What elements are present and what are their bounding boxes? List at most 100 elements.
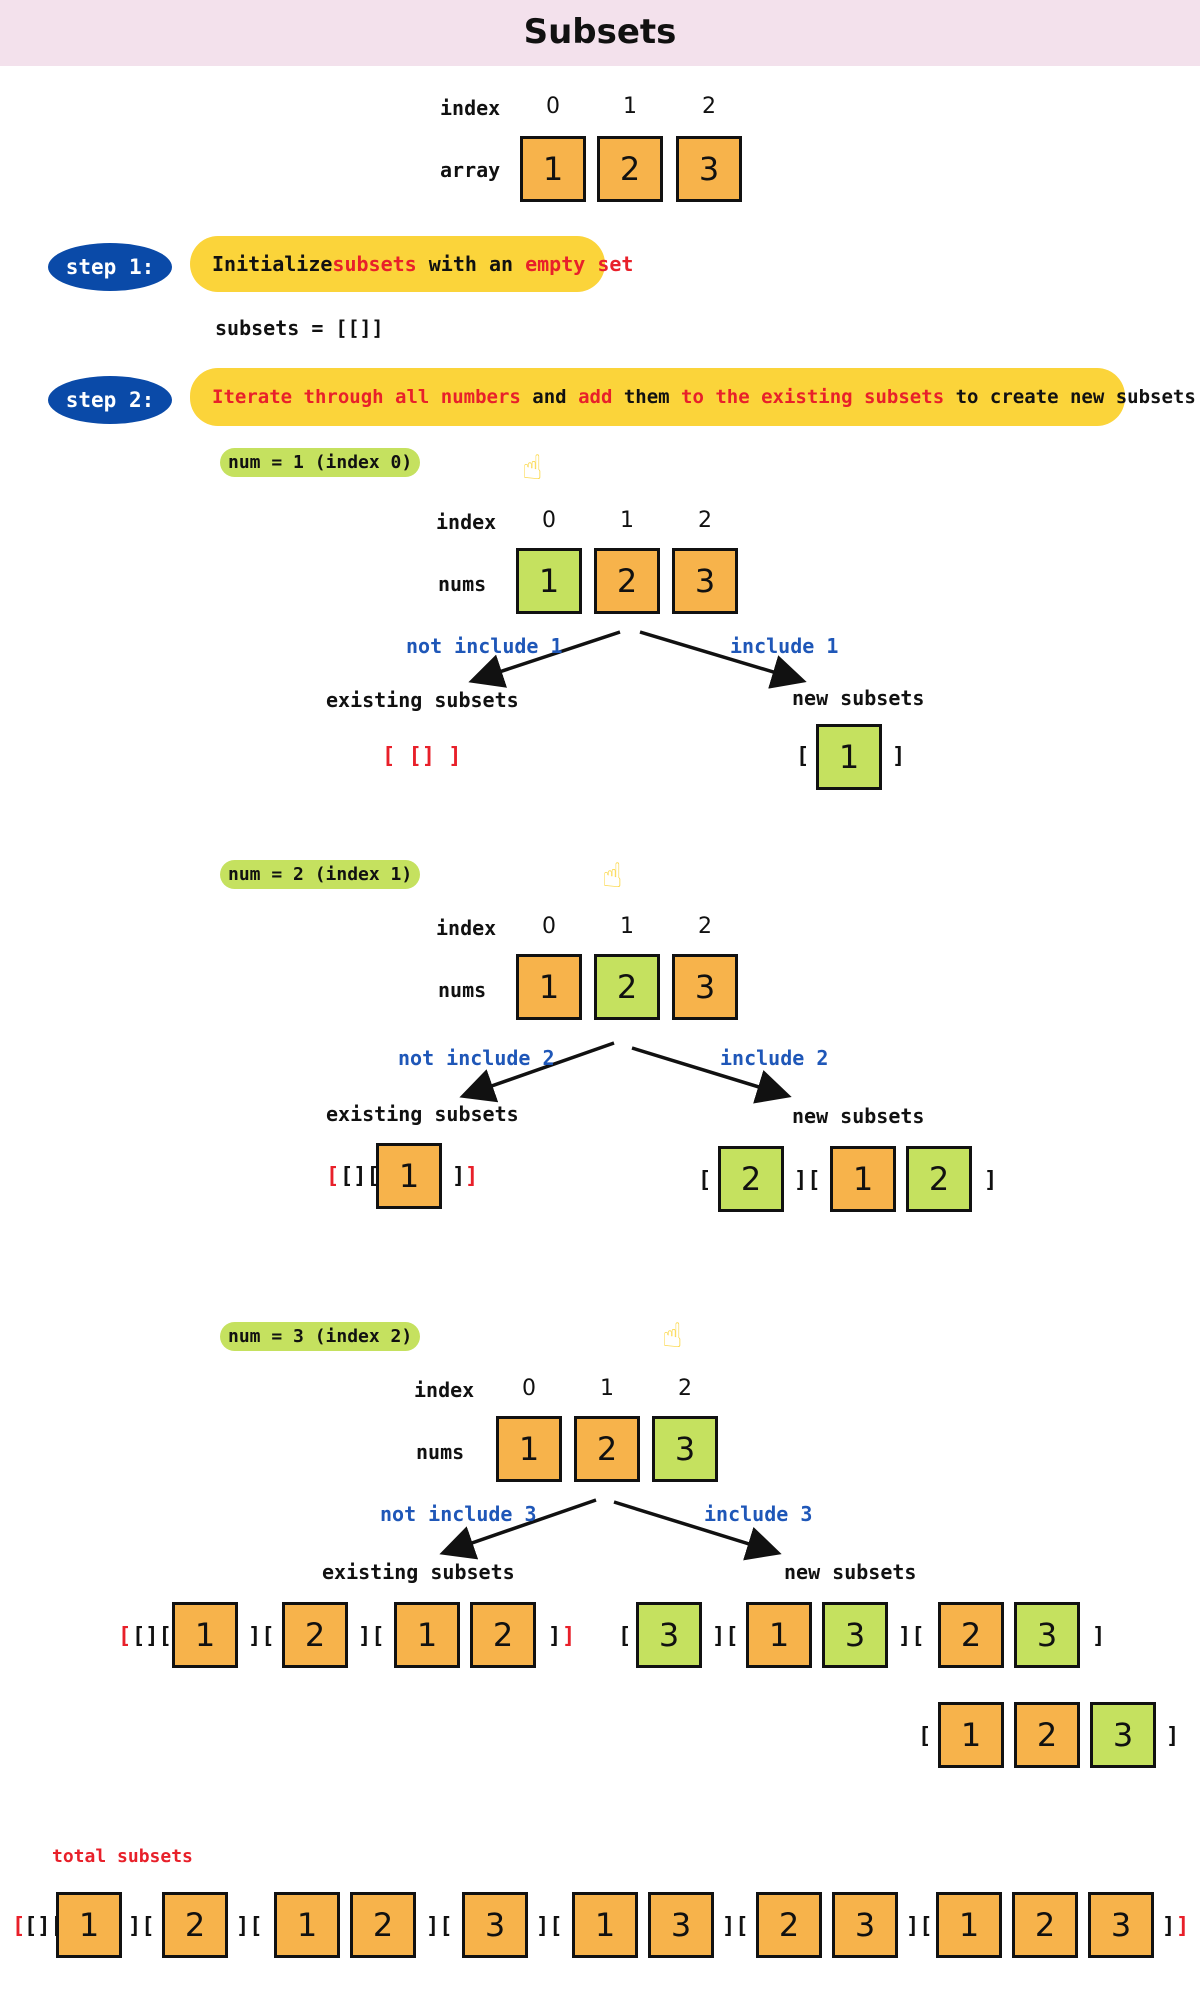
bracket-separator: ][ (536, 1914, 563, 1939)
close-bracket: ] (1092, 1624, 1106, 1649)
open-bracket: [ (796, 744, 810, 769)
iter3-index-2: 2 (678, 1376, 692, 1401)
iter3-nums-cell: 2 (574, 1416, 640, 1482)
iter2-index-label: index (436, 916, 497, 940)
step1-badge: step 1: (48, 243, 172, 291)
iter2-nums-cell: 1 (516, 954, 582, 1020)
open-bracket: [ (326, 1164, 340, 1189)
subset-cell: 2 (718, 1146, 784, 1212)
iter1-index-label: index (436, 510, 497, 534)
iter1-nums-label: nums (438, 572, 487, 596)
bracket-separator: ][ (236, 1914, 263, 1939)
subset-cell: 2 (1014, 1702, 1080, 1768)
iter1-index-0: 0 (542, 508, 556, 533)
close-bracket: ] (1166, 1724, 1180, 1749)
iteration3-pill: num = 3 (index 2) (220, 1322, 421, 1351)
subset-cell: 2 (938, 1602, 1004, 1668)
step1-code: subsets = [[]] (215, 316, 384, 340)
subset-cell: 3 (1088, 1892, 1154, 1958)
subset-cell: 2 (162, 1892, 228, 1958)
iter1-existing-label: existing subsets (326, 688, 519, 712)
iter1-include-label: include 1 (730, 634, 839, 658)
iter1-existing-value: [ [] ] (382, 744, 462, 769)
subset-cell: 1 (746, 1602, 812, 1668)
intro-index-1: 1 (623, 94, 637, 119)
subset-cell: 1 (56, 1892, 122, 1958)
subset-cell: 3 (1090, 1702, 1156, 1768)
subset-cell: 2 (350, 1892, 416, 1958)
step2-badge: step 2: (48, 376, 172, 424)
iter2-nums-cell: 2 (594, 954, 660, 1020)
subset-cell: 2 (1012, 1892, 1078, 1958)
iter3-new-label: new subsets (784, 1560, 917, 1584)
step2-text-2: add (578, 386, 613, 408)
iter1-nums-cell: 1 (516, 548, 582, 614)
iter1-nums-cell: 2 (594, 548, 660, 614)
step2-text-4: to the existing subsets (681, 386, 945, 408)
step2-text-3: them (612, 386, 682, 408)
step1-text-3: empty set (525, 252, 634, 276)
pointing-hand-icon: ☝ (662, 1316, 683, 1356)
iter3-not-include-label: not include 3 (380, 1502, 537, 1526)
arrow-not-include-3 (439, 1498, 597, 1560)
iter2-index-1: 1 (620, 914, 634, 939)
iter2-index-2: 2 (698, 914, 712, 939)
bracket-separator: ][ (722, 1914, 749, 1939)
page-title: Subsets (523, 12, 677, 52)
iter2-new-label: new subsets (792, 1104, 925, 1128)
empty-subset: [][ (340, 1164, 380, 1189)
bracket-separator: ][ (712, 1624, 739, 1649)
subset-cell: 2 (756, 1892, 822, 1958)
total-subsets-label: total subsets (52, 1846, 193, 1867)
arrow-include-3 (613, 1500, 782, 1561)
subset-cell: 1 (936, 1892, 1002, 1958)
intro-array-cell: 2 (597, 136, 663, 202)
open-bracket: [ (618, 1624, 632, 1649)
intro-index-label: index (440, 96, 501, 120)
iter2-nums-cell: 3 (672, 954, 738, 1020)
subset-cell: 1 (172, 1602, 238, 1668)
iter3-nums-cell: 1 (496, 1416, 562, 1482)
iteration2-pill: num = 2 (index 1) (220, 860, 421, 889)
close-bracket: ] (984, 1168, 998, 1193)
subset-cell: 1 (572, 1892, 638, 1958)
step2-bubble: Iterate through all numbers and add them… (190, 368, 1196, 426)
intro-array-cell: 3 (676, 136, 742, 202)
iteration1-pill: num = 1 (index 0) (220, 448, 421, 477)
open-bracket: [ (918, 1724, 932, 1749)
bracket-separator: ][ (898, 1624, 925, 1649)
step1-text-1: subsets (332, 252, 417, 276)
arrow-include-1 (639, 630, 807, 689)
step1-bubble: Initialize subsets with an empty set (190, 236, 633, 292)
intro-index-0: 0 (546, 94, 560, 119)
bracket-separator: ][ (794, 1168, 821, 1193)
iter2-include-label: include 2 (720, 1046, 829, 1070)
close-bracket: ] (562, 1624, 576, 1649)
subset-cell: 2 (470, 1602, 536, 1668)
bracket-separator: ][ (128, 1914, 155, 1939)
iter3-index-0: 0 (522, 1376, 536, 1401)
subset-cell: 3 (1014, 1602, 1080, 1668)
close-bracket: ] (548, 1624, 562, 1649)
iter1-index-2: 2 (698, 508, 712, 533)
iter3-index-1: 1 (600, 1376, 614, 1401)
bracket-separator: ][ (248, 1624, 275, 1649)
open-bracket: [ (118, 1624, 132, 1649)
iter1-index-1: 1 (620, 508, 634, 533)
arrow-not-include-2 (459, 1041, 615, 1103)
close-bracket: ] (465, 1164, 479, 1189)
bracket-separator: ][ (358, 1624, 385, 1649)
intro-array-cell: 1 (520, 136, 586, 202)
subset-cell: 2 (282, 1602, 348, 1668)
open-bracket: [ (698, 1168, 712, 1193)
pointing-hand-icon: ☝ (522, 448, 543, 488)
subset-cell: 3 (822, 1602, 888, 1668)
intro-index-2: 2 (702, 94, 716, 119)
iter1-new-label: new subsets (792, 686, 925, 710)
bracket-separator: ][ (426, 1914, 453, 1939)
iter3-nums-label: nums (416, 1440, 465, 1464)
subset-cell: 1 (816, 724, 882, 790)
subset-cell: 3 (648, 1892, 714, 1958)
empty-subset: [][ (132, 1624, 172, 1649)
